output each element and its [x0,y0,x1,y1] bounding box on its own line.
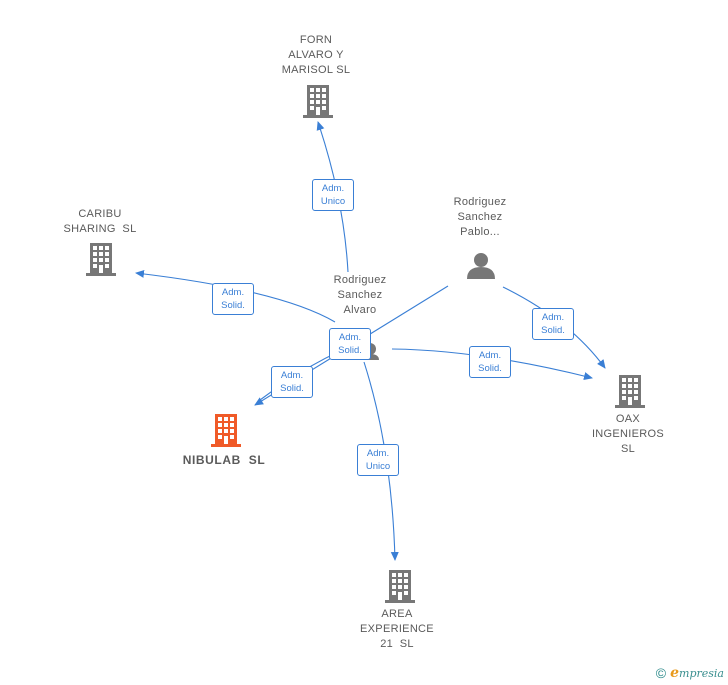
edge-label-alvaro-caribu[interactable]: Adm.Solid. [212,283,254,315]
building-icon-oax[interactable] [615,375,645,408]
edge-alvaro-caribu [135,269,336,323]
building-icon-area[interactable] [385,570,415,603]
node-label-nibulab[interactable]: NIBULAB SL [182,453,266,467]
edge-label-alvaro-forn[interactable]: Adm.Unico [312,179,354,211]
edge-label-alvaro-nibulab[interactable]: Adm.Solid. [271,366,313,398]
edge-label-alvaro-area[interactable]: Adm.Unico [357,444,399,476]
building-icon-forn[interactable] [303,85,333,118]
building-icon-nibulab[interactable] [211,414,241,447]
building-icon-caribu[interactable] [86,243,116,276]
edge-label-pablo-oax[interactable]: Adm.Solid. [532,308,574,340]
person-icon-pablo[interactable] [467,253,495,279]
edge-label-pablo-nibulab[interactable]: Adm.Solid. [329,328,371,360]
footer-credit: © empresia [656,665,724,681]
edge-label-alvaro-oax[interactable]: Adm.Solid. [469,346,511,378]
brand-logo[interactable]: empresia [670,665,724,681]
copyright-icon: © [655,665,667,681]
